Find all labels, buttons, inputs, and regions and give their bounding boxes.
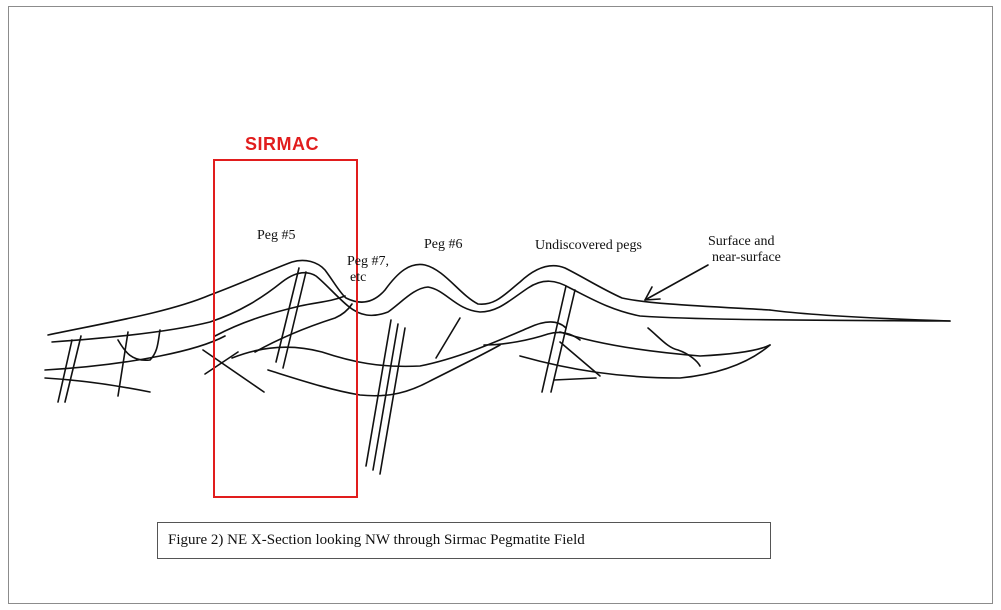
contour-peg5-lower xyxy=(254,303,353,353)
label-peg7-line2: etc xyxy=(350,270,367,285)
dike-center-2 xyxy=(372,323,399,471)
dike-center-3 xyxy=(379,327,406,475)
left-curve-1 xyxy=(44,335,226,371)
contour-mid xyxy=(231,321,567,368)
dike-peg5-2 xyxy=(282,271,307,369)
dike-right-3 xyxy=(553,377,597,381)
surface-line-lower xyxy=(51,271,951,343)
dike-peg6 xyxy=(435,317,461,359)
dike-center-1 xyxy=(365,319,392,467)
dike-right-2 xyxy=(550,289,576,393)
sirmac-highlight-box xyxy=(213,159,358,498)
figure-frame xyxy=(8,6,993,604)
label-peg7-line1: Peg #7, xyxy=(347,254,389,269)
lens-upper xyxy=(559,331,771,357)
dike-left-2 xyxy=(64,335,82,403)
dike-left-3 xyxy=(117,331,129,397)
surface-line-tail xyxy=(769,309,951,322)
dike-cross-2 xyxy=(204,351,239,375)
label-surface-line2: near-surface xyxy=(712,250,781,265)
surface-line-upper xyxy=(47,259,771,336)
contour-peg5 xyxy=(214,295,346,337)
surface-arrow-shaft xyxy=(644,264,709,301)
label-peg6: Peg #6 xyxy=(424,237,463,252)
surface-arrow-head xyxy=(644,286,661,301)
label-surface-line1: Surface and xyxy=(708,234,775,249)
dike-right-1 xyxy=(541,285,567,393)
sirmac-label: SIRMAC xyxy=(245,134,319,154)
dike-peg5-1 xyxy=(275,267,300,363)
contour-deep xyxy=(267,344,501,397)
lens-inner xyxy=(647,327,701,367)
lens-lower xyxy=(519,344,771,379)
dike-left-1 xyxy=(57,339,73,403)
dike-right-4 xyxy=(559,341,601,377)
left-curve-2 xyxy=(44,377,151,393)
label-undiscovered-pegs: Undiscovered pegs xyxy=(535,238,642,253)
label-peg5: Peg #5 xyxy=(257,228,296,243)
figure-caption: Figure 2) NE X-Section looking NW throug… xyxy=(157,522,771,559)
